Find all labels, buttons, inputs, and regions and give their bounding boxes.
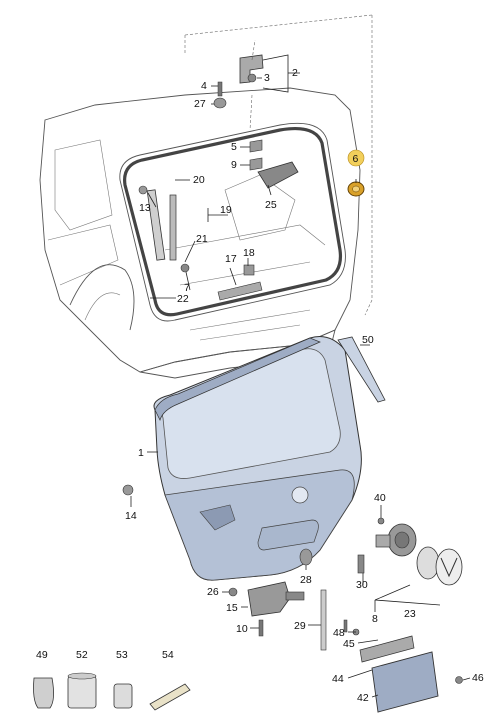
- reference-lines: [184, 14, 373, 316]
- callout-6-badge: [347, 149, 365, 167]
- callout-54: 54: [162, 649, 174, 661]
- plate-light-44: [359, 635, 415, 663]
- callout-44: 44: [332, 673, 344, 685]
- clip-26: [228, 587, 238, 597]
- lower-lock-parts: [122, 484, 327, 651]
- callout-14: 14: [125, 510, 137, 522]
- plate-holder-42: [371, 651, 439, 713]
- vehicle-rear-body: [39, 87, 361, 379]
- tube-54: [149, 683, 191, 711]
- bolt-10: [258, 619, 264, 637]
- callout-8: 8: [372, 613, 378, 625]
- callout-22: 22: [177, 293, 189, 305]
- callout-27: 27: [194, 98, 206, 110]
- callout-5: 5: [231, 141, 237, 153]
- callout-9: 9: [231, 159, 237, 171]
- callout-7: 7: [184, 282, 190, 294]
- consumables: [33, 672, 191, 711]
- callout-45: 45: [343, 638, 355, 650]
- rod-29: [320, 589, 327, 651]
- buffer-28: [299, 548, 313, 566]
- callout-49: 49: [36, 649, 48, 661]
- leader-lines: [130, 54, 471, 698]
- tin-53: [113, 683, 133, 709]
- callout-19: 19: [220, 204, 232, 216]
- tailgate-panel-1: [153, 336, 362, 581]
- bolt-4: [217, 81, 223, 97]
- nut-27: [213, 97, 227, 109]
- callout-4: 4: [201, 80, 207, 92]
- callout-2: 2: [292, 67, 298, 79]
- callout-21: 21: [196, 233, 208, 245]
- spoiler-50: [337, 336, 386, 403]
- callout-13: 13: [139, 202, 151, 214]
- callout-42: 42: [357, 692, 369, 704]
- callout-15: 15: [226, 602, 238, 614]
- callout-25: 25: [265, 199, 277, 211]
- callout-50: 50: [362, 334, 374, 346]
- callout-26: 26: [207, 586, 219, 598]
- gas-strut-13: [146, 189, 166, 261]
- callout-48: 48: [333, 627, 345, 639]
- bumper-14: [122, 484, 134, 496]
- callout-20: 20: [193, 174, 205, 186]
- callout-40: 40: [374, 492, 386, 504]
- lock-striker-25: [257, 161, 299, 189]
- callout-1: 1: [138, 447, 144, 459]
- callout-23: 23: [404, 608, 416, 620]
- can-52: [67, 675, 97, 709]
- callout-53: 53: [116, 649, 128, 661]
- callout-52: 52: [76, 649, 88, 661]
- callout-29: 29: [294, 620, 306, 632]
- part-6-highlighted: [347, 181, 365, 197]
- callout-28: 28: [300, 574, 312, 586]
- callout-17: 17: [225, 253, 237, 265]
- callout-18: 18: [243, 247, 255, 259]
- strut-19: [169, 194, 177, 261]
- callout-10: 10: [236, 623, 248, 635]
- bottle-49: [33, 677, 54, 709]
- hinge-assembly: [213, 54, 264, 109]
- callout-3: 3: [264, 72, 270, 84]
- hinge-2: [239, 54, 264, 84]
- handle-camera-assembly: [357, 517, 417, 574]
- lock-15: [247, 581, 291, 617]
- callout-46: 46: [472, 672, 484, 684]
- emblem-parts-23: [416, 546, 463, 586]
- callout-6: 6: [353, 153, 359, 165]
- interior-fittings: [138, 139, 299, 301]
- callout-labels: 2 3 4 27 5 9 6 20 13 19 25 21 18 17 7 22…: [36, 67, 484, 704]
- callout-30: 30: [356, 579, 368, 591]
- tailgate-seal: [123, 126, 343, 317]
